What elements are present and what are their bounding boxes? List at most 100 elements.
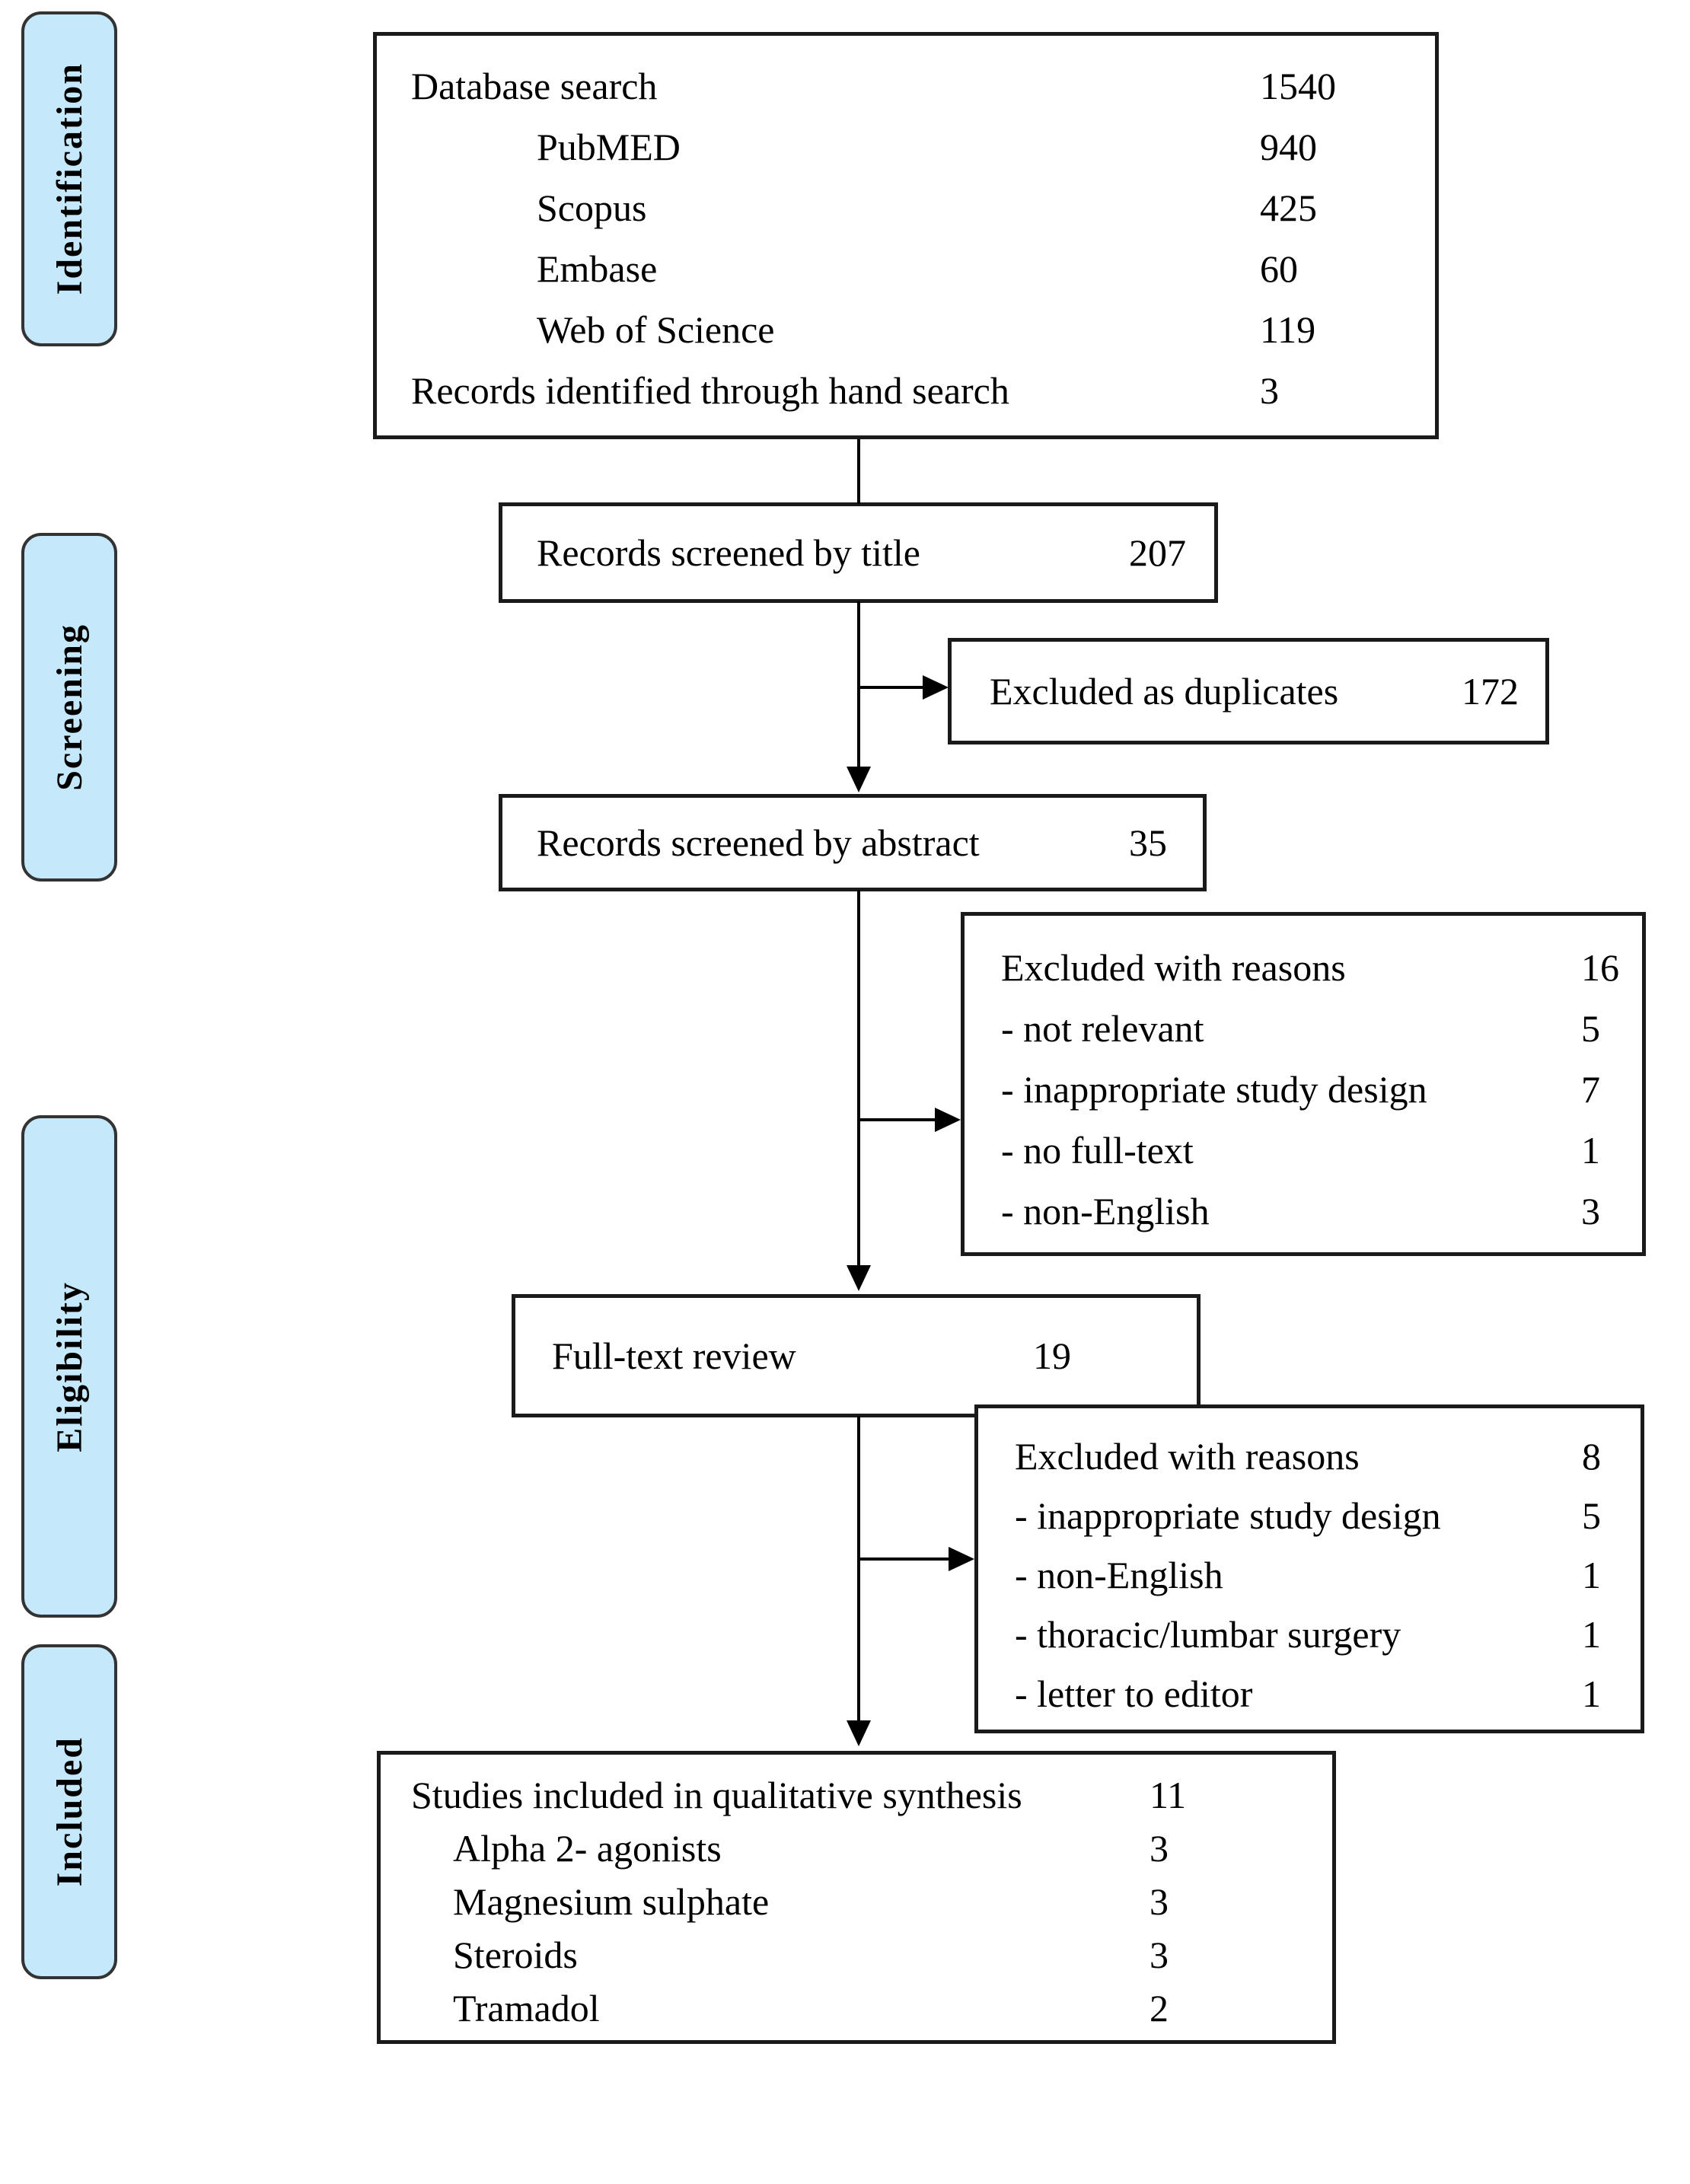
box-records-screened-by-abstract: Records screened by abstract 35 [499,794,1207,891]
flow-row: Records screened by title 207 [502,531,1214,575]
row-value: 1540 [1260,65,1336,107]
arrowhead-right [923,675,949,700]
arrowhead-right [949,1547,974,1571]
row-value: 2 [1150,1987,1169,2029]
stage-label-identification: Identification [21,11,117,346]
row-value: 60 [1260,247,1298,290]
flow-row: - inappropriate study design 5 [978,1486,1641,1545]
flow-row: PubMED 940 [377,116,1435,177]
flow-row: Excluded with reasons 8 [978,1427,1641,1486]
row-label: Web of Science [537,308,775,351]
connector-branch-duplicates [859,686,927,689]
flow-row: Excluded as duplicates 172 [952,669,1545,713]
row-label: Records identified through hand search [411,369,1009,412]
connector-branch-excluded-fulltext [859,1557,952,1561]
flow-row: Database search 1540 [377,56,1435,116]
flow-row: Web of Science 119 [377,299,1435,360]
box-studies-included: Studies included in qualitative synthesi… [377,1751,1336,2044]
row-label: PubMED [537,126,681,168]
flow-row: Tramadol 2 [381,1982,1332,2035]
connector-box2-to-box4 [857,601,860,768]
row-value: 172 [1462,670,1519,713]
row-label: - non-English [1001,1190,1210,1232]
row-value: 5 [1582,1494,1601,1537]
row-label: - thoracic/lumbar surgery [1015,1613,1401,1656]
row-label: Excluded as duplicates [990,670,1339,713]
flow-row: - no full-text 1 [965,1120,1642,1181]
row-value: 425 [1260,187,1317,229]
row-label: - no full-text [1001,1129,1194,1172]
row-value: 3 [1260,369,1279,412]
row-value: 1 [1581,1129,1600,1172]
box-excluded-as-duplicates: Excluded as duplicates 172 [948,638,1549,744]
flow-row: - non-English 1 [978,1545,1641,1605]
stage-label-text: Included [49,1736,90,1887]
row-label: Excluded with reasons [1001,946,1346,989]
row-value: 1 [1582,1554,1601,1596]
flow-row: - inappropriate study design 7 [965,1059,1642,1120]
arrowhead-right [935,1108,961,1132]
flow-row: Magnesium sulphate 3 [381,1875,1332,1928]
flow-row: - thoracic/lumbar surgery 1 [978,1605,1641,1664]
box-excluded-with-reasons-fulltext: Excluded with reasons 8 - inappropriate … [974,1404,1644,1733]
box-full-text-review: Full-text review 19 [512,1294,1201,1417]
flow-row: Records screened by abstract 35 [502,821,1203,865]
flow-row: Steroids 3 [381,1928,1332,1982]
flow-row: Embase 60 [377,238,1435,299]
stage-label-included: Included [21,1644,117,1979]
stage-label-screening: Screening [21,533,117,882]
stage-label-text: Identification [49,62,90,295]
row-label: Full-text review [552,1334,796,1377]
row-value: 8 [1582,1435,1601,1478]
row-label: - inappropriate study design [1015,1494,1441,1537]
row-value: 7 [1581,1068,1600,1111]
row-label: Tramadol [453,1987,600,2029]
stage-label-eligibility: Eligibility [21,1115,117,1618]
row-label: - non-English [1015,1554,1223,1596]
flow-row: Records identified through hand search 3 [377,360,1435,421]
row-label: Embase [537,247,658,290]
row-label: - inappropriate study design [1001,1068,1427,1111]
row-label: - letter to editor [1015,1672,1253,1715]
row-value: 35 [1129,821,1167,864]
row-value: 11 [1150,1774,1187,1816]
row-value: 5 [1581,1007,1600,1050]
box-excluded-with-reasons-abstract: Excluded with reasons 16 - not relevant … [961,912,1646,1256]
arrowhead-down [847,1720,871,1746]
row-label: Alpha 2- agonists [453,1827,722,1870]
connector-box1-to-box2 [857,439,860,504]
box-database-search: Database search 1540 PubMED 940 Scopus 4… [373,32,1439,439]
row-label: Database search [411,65,658,107]
flow-row: Full-text review 19 [515,1334,1197,1378]
flow-row: - not relevant 5 [965,998,1642,1059]
row-value: 16 [1581,946,1619,989]
row-label: Scopus [537,187,647,229]
row-label: Magnesium sulphate [453,1880,770,1923]
arrowhead-down [847,1265,871,1291]
row-value: 19 [1033,1334,1071,1377]
flow-row: Scopus 425 [377,177,1435,238]
row-label: - not relevant [1001,1007,1204,1050]
flow-row: Studies included in qualitative synthesi… [381,1768,1332,1822]
row-label: Excluded with reasons [1015,1435,1360,1478]
row-label: Studies included in qualitative synthesi… [411,1774,1022,1816]
row-value: 119 [1260,308,1316,351]
connector-branch-excluded-abstract [859,1118,938,1121]
row-label: Records screened by title [537,531,920,574]
row-value: 3 [1150,1880,1169,1923]
stage-label-text: Screening [49,623,90,791]
flow-row: Alpha 2- agonists 3 [381,1822,1332,1875]
row-value: 207 [1129,531,1186,574]
row-value: 1 [1582,1672,1601,1715]
row-value: 3 [1581,1190,1600,1232]
flow-row: - non-English 3 [965,1181,1642,1242]
row-value: 3 [1150,1827,1169,1870]
box-records-screened-by-title: Records screened by title 207 [499,502,1218,603]
arrowhead-down [847,767,871,792]
row-label: Steroids [453,1934,578,1976]
row-value: 940 [1260,126,1317,168]
flow-row: - letter to editor 1 [978,1664,1641,1723]
row-label: Records screened by abstract [537,821,980,864]
stage-label-text: Eligibility [49,1280,90,1452]
